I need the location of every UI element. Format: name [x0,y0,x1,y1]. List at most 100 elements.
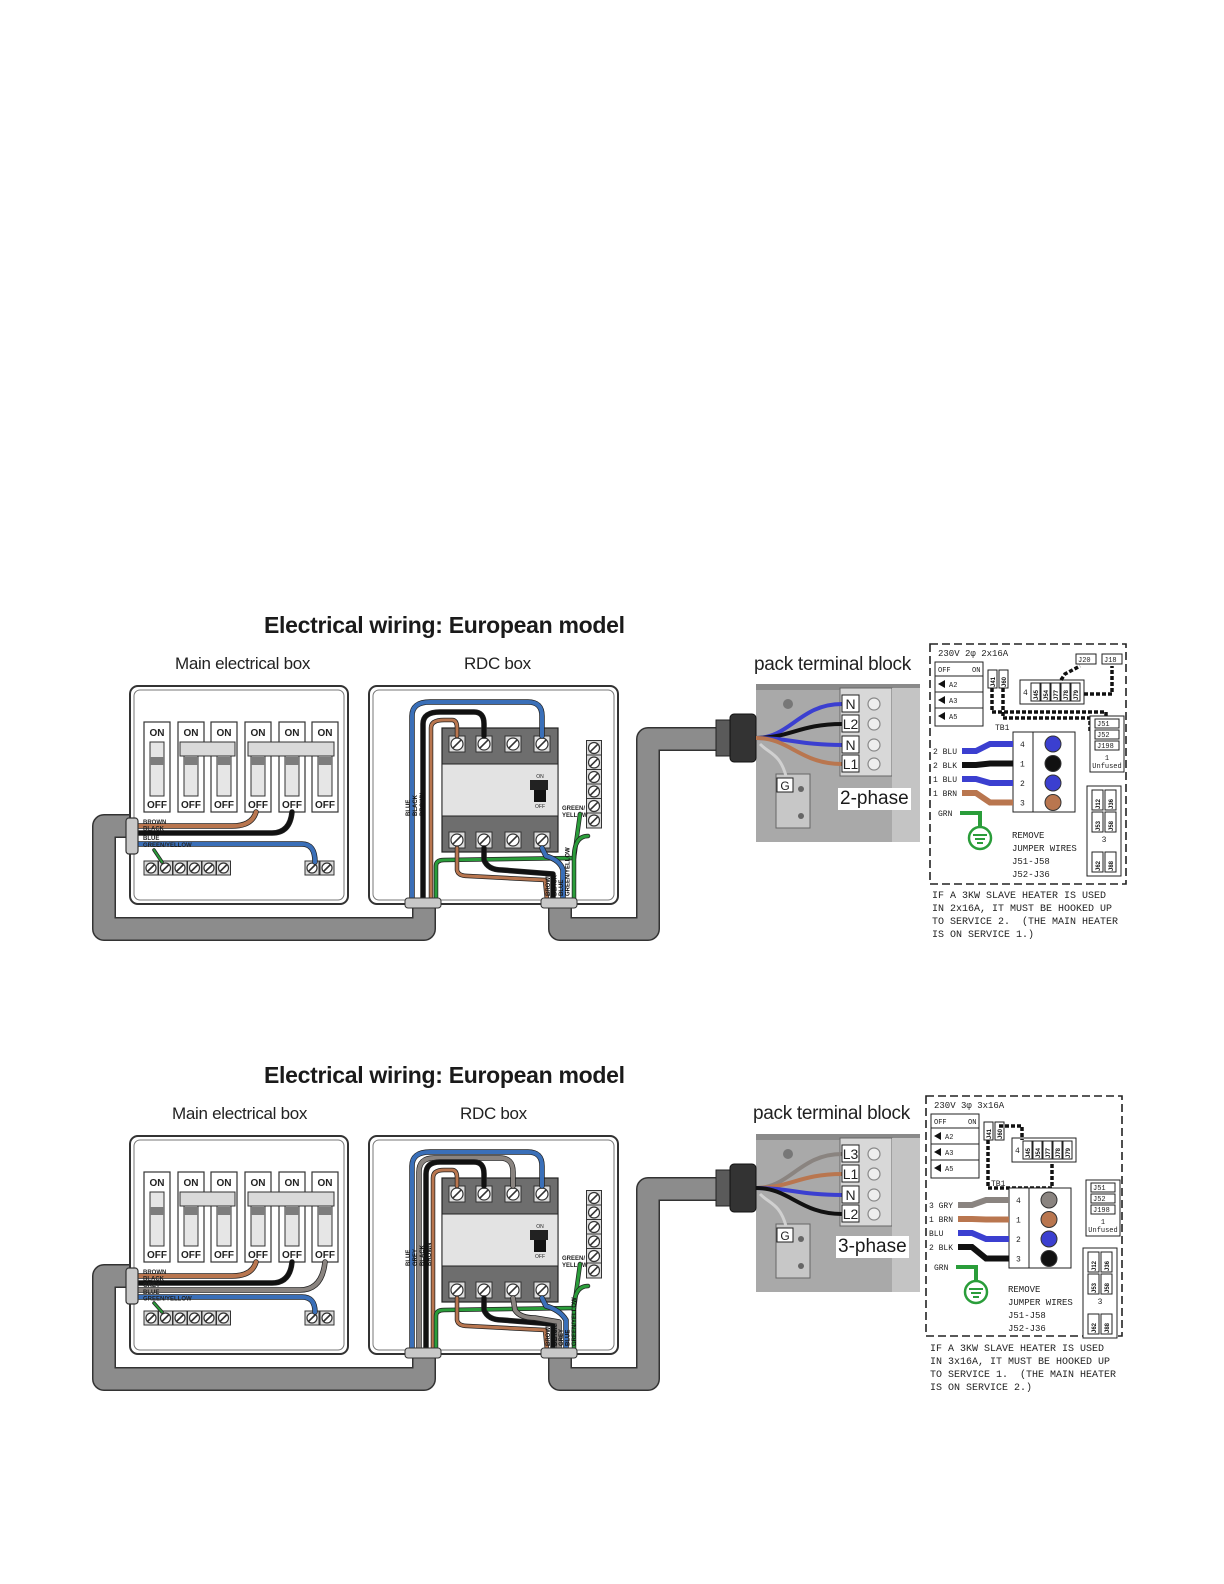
jumper-label: J79 [1066,1147,1072,1158]
breaker-toggle-knob [184,757,198,765]
jumper-label-text: J36 [1105,1260,1111,1271]
dip-arrow-icon [934,1164,941,1172]
jumper-label-text: J62 [1092,1322,1098,1333]
dip-off-label: OFF [934,1119,947,1127]
rcd-top-terminal-slot [479,1189,489,1199]
rdc-wire-label: BLACK [413,794,419,816]
jumper [1104,811,1117,833]
ground-wire-label: GRN [938,810,953,819]
jumper-group-number: 4 [1023,689,1028,698]
breaker-on-label: ON [217,728,232,739]
jumper [1094,718,1120,729]
wire-black [421,710,486,902]
jumper-label: J62 [1096,860,1102,871]
jumper-label: J62 [1092,1322,1098,1333]
tb1-terminal-number: 4 [1020,741,1025,750]
earth-terminal-screw-slot [589,816,599,825]
wire-grey [417,1156,515,1352]
schematic-header: 230V 2φ 2x16A [938,649,1009,659]
tb1-terminal-number: 1 [1020,761,1025,770]
earth-terminal-screw-slot [589,758,599,767]
main-terminal-screw-slot [175,1313,185,1323]
tb1-terminal-dot [1040,1211,1058,1228]
ground-label: YELLOW [562,813,588,819]
jumper [1062,1140,1073,1160]
service-number: 1 [1105,755,1109,763]
wire-green-yellow [434,812,582,902]
jumper-label: J41 [987,1128,993,1139]
rcd-top-terminal-slot [508,1189,518,1199]
pack-side [892,1138,920,1292]
breaker-on-label: ON [251,1178,266,1189]
tb1-block [1008,1187,1072,1269]
jumper [1090,1204,1116,1215]
ground-symbol-icon [967,825,993,851]
dip-off-label: OFF [938,667,951,675]
wire-brown [136,810,258,828]
rdc-box-label: RDC box [460,1104,527,1123]
rdc-wire-label-text: BROWN [427,1243,433,1266]
service-number: 1 [1101,1219,1105,1227]
jumper [1100,1313,1113,1335]
tb1-wire-label: 1 BRN [929,1216,953,1225]
wire-blue [136,842,317,864]
earth-terminal-screw-slot [589,1251,599,1261]
terminal-label: N [845,1187,855,1203]
wire-black [136,1260,294,1285]
rdc-wire-label: GREY [413,1249,419,1266]
terminal-label: N [845,737,855,753]
main-terminal-screw-slot [161,863,170,873]
jumper-wire [1084,666,1114,696]
diagram-canvas: ONOFFONOFFONOFFONOFFONOFFONOFFBROWNBLACK… [92,643,1127,941]
jumper-label: J20 [1078,657,1091,665]
rcd-on-label: ON [536,774,544,780]
jumper [1094,729,1120,740]
terminal-screw [867,1147,881,1161]
remove-jumper-note: JUMPER WIRES [1012,844,1077,854]
dip-arrow-icon [938,680,945,688]
cable-gland [540,897,578,909]
pack-screw [783,1149,793,1159]
rdc-wire-label: BROWN [546,873,552,896]
tb1-wire [962,776,1013,786]
jumper-label: J12 [1096,798,1102,809]
terminal-label-box [841,1185,860,1204]
jumper [1090,1193,1116,1204]
breaker-off-label: OFF [282,1250,302,1261]
rcd-top-terminal-slot [452,1189,462,1199]
breaker-toggle-knob [217,1207,231,1215]
ground-label: YELLOW [562,1263,588,1269]
dip-switch-label: A3 [945,1150,953,1158]
rdc-wire-label: BLUE [566,1330,572,1346]
breaker-toggle-knob [251,757,265,765]
rdc-wire-label: BLACK [553,1324,559,1346]
pack-screw [783,699,793,709]
tb1-terminal-dot [1044,735,1062,753]
tb1-terminal-number: 2 [1016,1236,1021,1245]
breaker-on-label: ON [318,728,333,739]
ground-wire [960,811,982,828]
wire-grey [136,1260,327,1292]
rdc-wire-label: BLUE [406,800,412,816]
jumper-label-text: J58 [1105,1282,1111,1293]
main-box-label: Main electrical box [172,1104,308,1123]
breaker-on-label: ON [285,728,300,739]
breaker-tie-bar [179,1191,236,1207]
ground-wire [956,1265,978,1282]
breaker-tie-bar [247,1191,335,1207]
wiring-diagram-3-phase: Electrical wiring: European model Main e… [0,1054,1224,1454]
jumper [1087,1313,1100,1335]
main-wire-label: BLUE [143,1290,159,1296]
neutral-terminal-screw-slot [322,863,332,873]
jumper-label: J53 [1092,1282,1098,1293]
jumper-label-text: J62 [1096,860,1102,871]
breaker-on-label: ON [184,1178,199,1189]
rdc-wire-label: BLUE [406,1250,412,1266]
rdc-wire-label: BROWN [546,1323,552,1346]
breaker-off-label: OFF [181,800,201,811]
jumper [1052,1140,1063,1160]
rcd-off-label: OFF [535,804,545,810]
jumper-label: J52 [1097,732,1110,740]
main-terminal-screw-slot [146,1313,156,1323]
breaker-off-label: OFF [181,1250,201,1261]
